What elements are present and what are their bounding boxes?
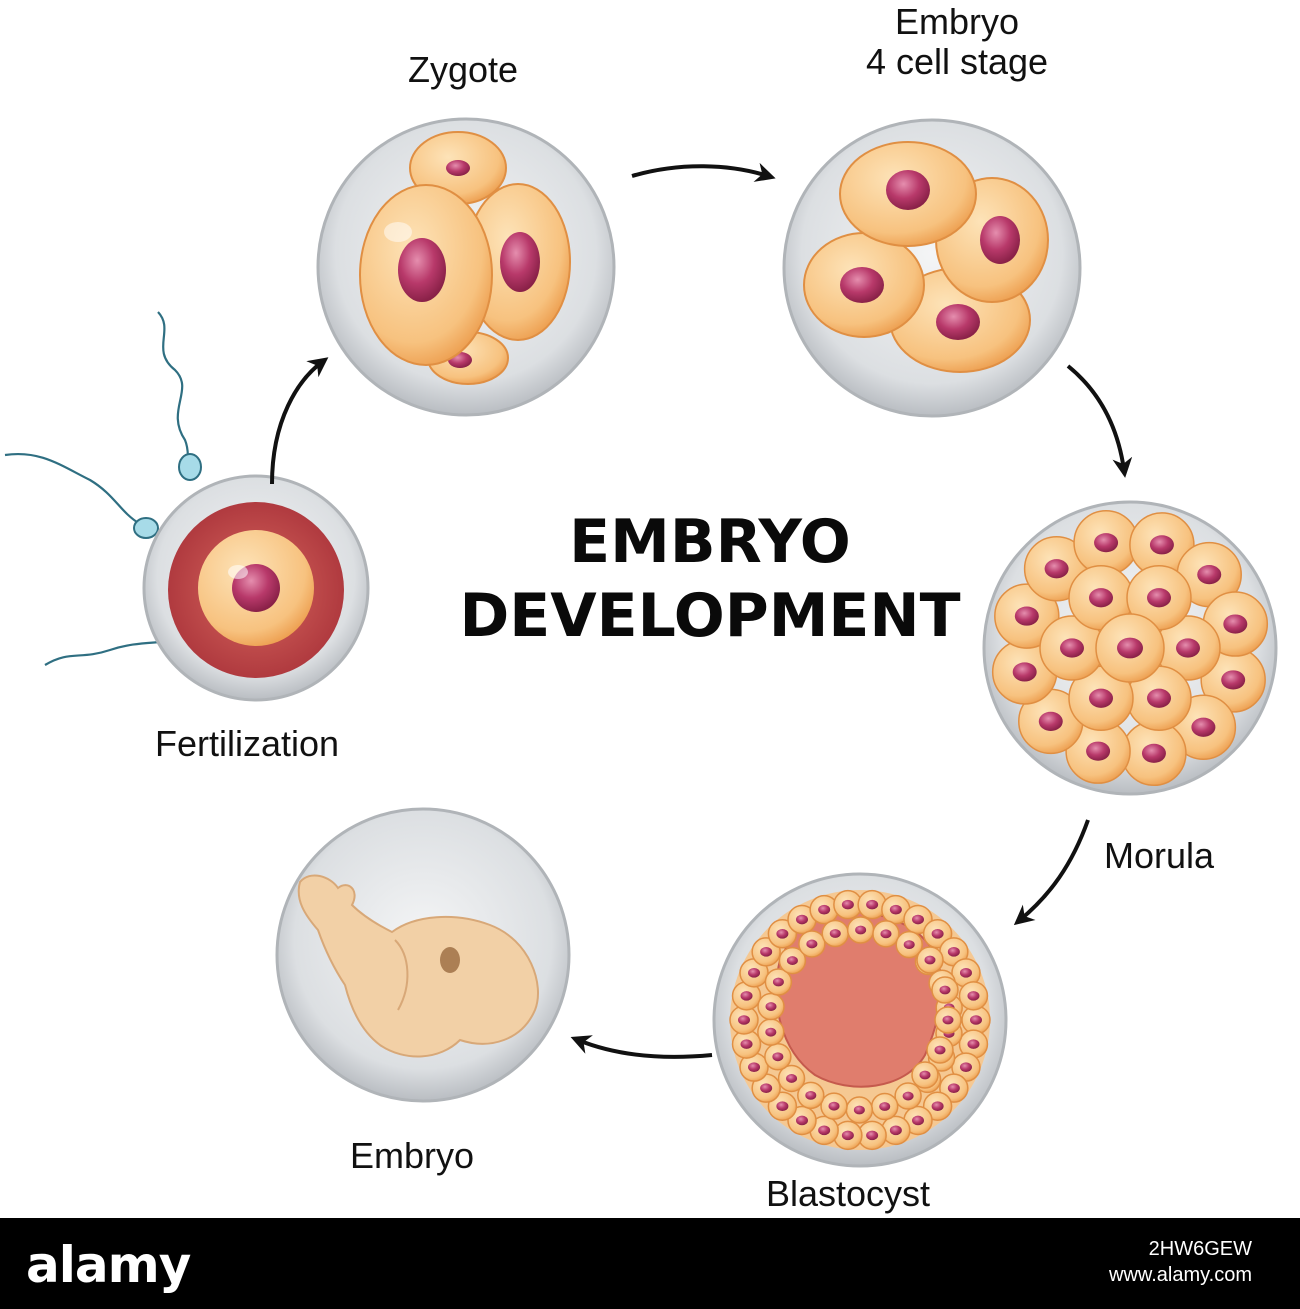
title-line-1: EMBRYO: [569, 507, 851, 577]
four-cell-stage: [782, 118, 1082, 418]
label-four-cell-line-2: 4 cell stage: [865, 40, 1049, 82]
fertilization-stage: [4, 311, 370, 702]
label-four-cell: Embryo 4 cell stage: [842, 2, 1072, 81]
title-line-2: DEVELOPMENT: [459, 581, 961, 651]
stock-info: 2HW6GEW www.alamy.com: [1109, 1236, 1252, 1288]
site-url: www.alamy.com: [1109, 1264, 1252, 1286]
blastocyst-stage: [712, 872, 1008, 1168]
blastocyst-cells: [729, 889, 991, 1151]
watermark-footer: alamy 2HW6GEW www.alamy.com: [0, 1218, 1300, 1309]
label-four-cell-line-1: Embryo: [894, 1, 1020, 42]
label-embryo: Embryo: [350, 1135, 475, 1176]
label-blastocyst: Blastocyst: [766, 1173, 931, 1214]
embryo-stage: [275, 807, 571, 1103]
cycle-arrows: [270, 162, 1133, 1059]
morula-stage: [982, 500, 1278, 796]
fetus-figure: [297, 874, 539, 1058]
label-zygote: Zygote: [408, 49, 519, 90]
image-id: 2HW6GEW: [1148, 1238, 1252, 1260]
zygote-stage: [316, 117, 616, 417]
label-fertilization: Fertilization: [155, 723, 340, 764]
label-morula: Morula: [1104, 835, 1215, 876]
diagram-title: EMBRYO DEVELOPMENT: [430, 505, 990, 653]
brand-logo: alamy: [26, 1236, 191, 1294]
embryo-development-diagram: [4, 117, 1278, 1168]
morula-cells: [991, 509, 1269, 787]
